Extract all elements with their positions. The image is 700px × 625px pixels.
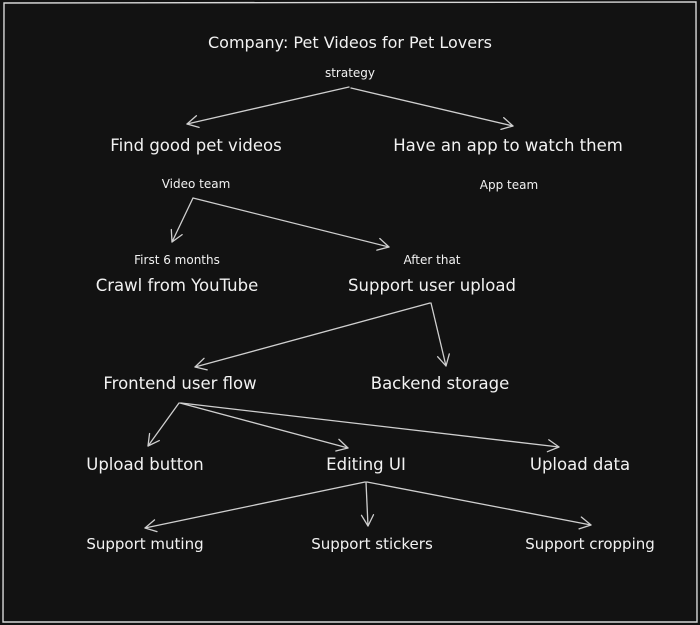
arrow-editing-ui-to-cropping (366, 481, 592, 530)
arrow-strategy-to-have-app (350, 87, 514, 130)
arrow-editing-ui-to-muting (144, 481, 366, 533)
node-support-cropping: Support cropping (525, 535, 655, 553)
node-video-team: Video team (162, 177, 231, 191)
node-find-videos: Find good pet videos (110, 136, 281, 155)
arrow-frontend-to-editing-ui (179, 402, 349, 452)
arrow-frontend-to-upload-data (180, 402, 560, 453)
arrow-support-upload-to-frontend (194, 302, 431, 371)
node-have-app: Have an app to watch them (393, 136, 623, 155)
arrow-video-team-to-first-months (170, 197, 194, 243)
arrow-video-team-to-after-that (192, 197, 390, 251)
arrow-frontend-to-upload-button (147, 402, 180, 447)
diagram-title: Company: Pet Videos for Pet Lovers (208, 33, 492, 52)
node-support-stickers: Support stickers (311, 535, 433, 553)
node-backend-storage: Backend storage (371, 374, 509, 393)
labels: Company: Pet Videos for Pet Lovers strat… (86, 33, 655, 553)
node-crawl: Crawl from YouTube (96, 276, 258, 295)
node-support-muting: Support muting (86, 535, 203, 553)
arrow-editing-ui-to-stickers (360, 481, 375, 527)
node-first-months: First 6 months (134, 253, 220, 267)
node-app-team: App team (480, 178, 538, 192)
node-frontend-flow: Frontend user flow (103, 374, 256, 393)
node-strategy: strategy (325, 66, 375, 80)
arrow-strategy-to-find-videos (186, 86, 350, 129)
node-upload-data: Upload data (530, 455, 630, 474)
node-after-that: After that (404, 253, 461, 267)
node-upload-button: Upload button (86, 455, 203, 474)
edges (144, 86, 592, 533)
arrow-support-upload-to-backend (430, 302, 450, 367)
node-editing-ui: Editing UI (326, 455, 406, 474)
node-support-upload: Support user upload (348, 276, 516, 295)
